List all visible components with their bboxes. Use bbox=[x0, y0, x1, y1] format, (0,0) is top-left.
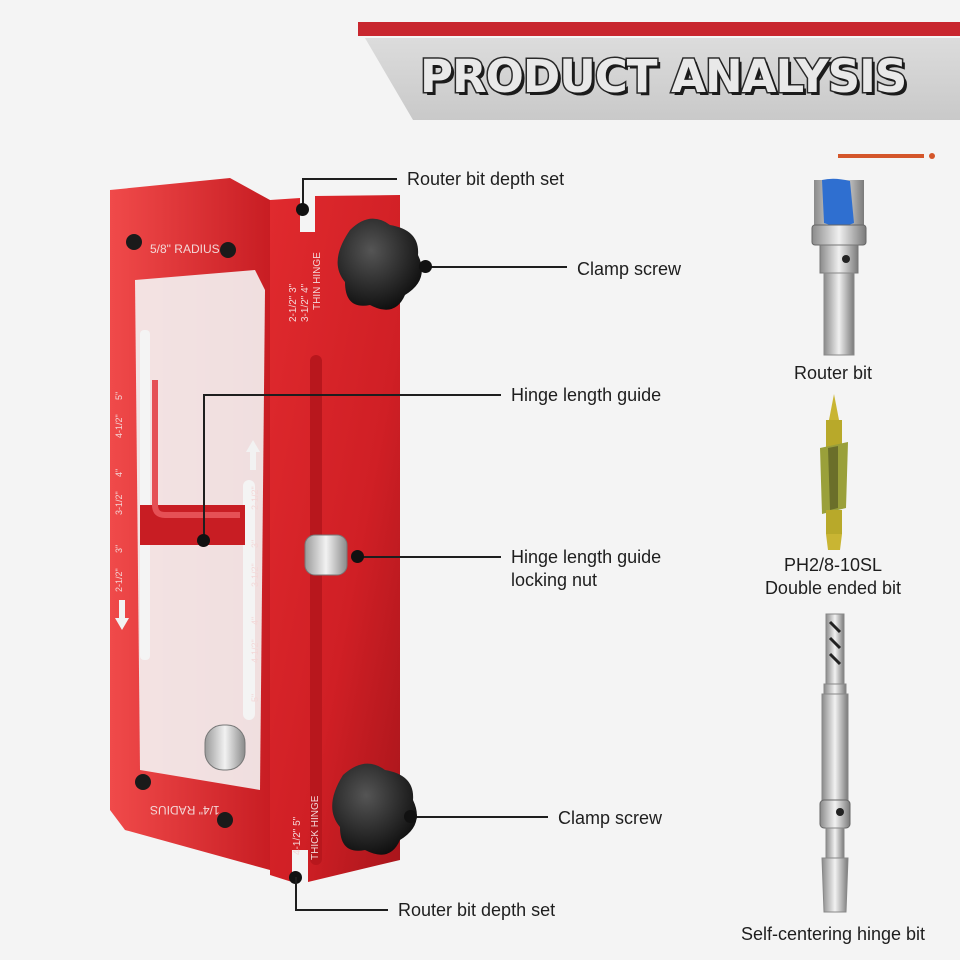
product-label-hinge-bit: Self-centering hinge bit bbox=[740, 924, 926, 944]
callout-dot bbox=[419, 260, 432, 273]
callout-dot bbox=[197, 534, 210, 547]
thick-sizes-a: 4-1/2" 5" bbox=[292, 816, 303, 855]
clamp-knob-bottom bbox=[332, 763, 417, 855]
callout-line bbox=[357, 556, 501, 558]
accent-dot bbox=[929, 153, 935, 159]
scale-mark: 4-1/2" bbox=[114, 414, 124, 439]
scale-mark: 2-1/2" bbox=[250, 486, 260, 510]
thin-sizes-b: 3-1/2" 4" bbox=[300, 283, 311, 322]
callout-clamp-bottom: Clamp screw bbox=[558, 808, 663, 828]
callout-clamp-top: Clamp screw bbox=[577, 259, 682, 279]
header-banner bbox=[365, 38, 960, 120]
callout-router-depth-top: Router bit depth set bbox=[407, 169, 565, 189]
scale-mark: 5" bbox=[114, 391, 124, 400]
hinge-bit-icon bbox=[819, 613, 851, 913]
callout-line bbox=[295, 877, 297, 910]
callout-dot bbox=[296, 203, 309, 216]
callout-locking-nut-line2: locking nut bbox=[511, 570, 598, 590]
scale-mark: 3-1/2" bbox=[250, 562, 260, 587]
callout-line bbox=[410, 816, 548, 818]
callout-locking-nut-line1: Hinge length guide bbox=[511, 547, 662, 567]
scale-mark: 4" bbox=[250, 616, 260, 625]
bottom-radius-marking: 1/4" RADIUS bbox=[150, 803, 220, 817]
scale-mark: 4" bbox=[114, 468, 124, 477]
locking-nut bbox=[304, 534, 348, 576]
page-title: PRODUCT ANALYSIS bbox=[419, 49, 909, 105]
thin-hinge-marking: THIN HINGE bbox=[312, 252, 323, 310]
callout-router-depth-bottom: Router bit depth set bbox=[398, 900, 556, 920]
scale-left: 5" 4-1/2" 4" 3-1/2" 3" 2-1/2" bbox=[114, 370, 134, 600]
callout-line bbox=[302, 178, 304, 208]
thick-hinge-marking: THICK HINGE bbox=[310, 795, 321, 860]
hinge-jig-illustration bbox=[110, 178, 422, 882]
callout-line bbox=[203, 394, 501, 396]
accent-divider bbox=[838, 154, 924, 158]
callout-dot bbox=[351, 550, 364, 563]
double-ended-bit-icon bbox=[820, 394, 848, 550]
scale-mark: 2-1/2" bbox=[114, 567, 124, 592]
scale-mark: 4-1/2" bbox=[250, 639, 260, 664]
top-radius-marking: 5/8" RADIUS bbox=[150, 242, 220, 256]
thin-sizes-a: 2-1/2" 3" bbox=[288, 283, 299, 322]
product-label-ph2: PH2/8-10SL bbox=[783, 555, 883, 575]
scale-mark: 5" bbox=[250, 693, 260, 702]
router-bit-icon bbox=[811, 178, 867, 356]
callout-line bbox=[425, 266, 567, 268]
scale-right: 2-1/2" 3" 3-1/2" 4" 4-1/2" 5" bbox=[250, 480, 270, 710]
product-label-router-bit: Router bit bbox=[793, 363, 873, 383]
callout-line bbox=[203, 394, 205, 540]
callout-line bbox=[302, 178, 397, 180]
scale-mark: 3" bbox=[114, 545, 124, 554]
scale-mark: 3-1/2" bbox=[114, 491, 124, 515]
scale-mark: 3" bbox=[250, 540, 260, 549]
callout-hinge-guide: Hinge length guide bbox=[511, 385, 662, 405]
callout-line bbox=[295, 909, 388, 911]
callout-dot bbox=[404, 810, 417, 823]
clamp-knob-top bbox=[337, 218, 422, 310]
header-red-stripe bbox=[358, 22, 960, 36]
product-label-double-ended: Double ended bit bbox=[764, 578, 902, 598]
